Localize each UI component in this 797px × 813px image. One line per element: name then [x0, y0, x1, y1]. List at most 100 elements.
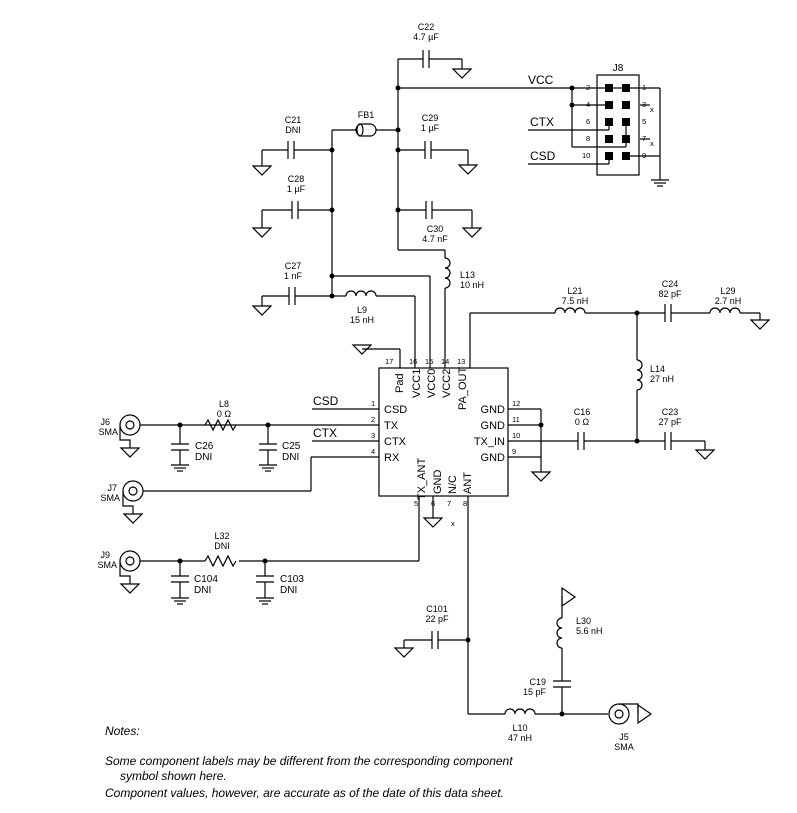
nc-mark: x [650, 105, 654, 114]
ic-pin-number: 17 [385, 357, 393, 366]
capacitor-c26: C26 DNI [170, 425, 214, 472]
ic-pin-number: 8 [463, 499, 467, 508]
ic-pin-name: CSD [384, 404, 407, 416]
j8-pin-label: 2 [586, 83, 590, 92]
c103-ref: C103 [280, 574, 304, 585]
header-j8: J8 2 4 6 8 10 1 3 5 7 9 x x [582, 63, 654, 176]
capacitor-c104: C104 DNI [170, 561, 218, 605]
l21-ref: L21 [567, 286, 582, 296]
nc-mark: x [650, 139, 654, 148]
l29-value: 2.7 nH [715, 296, 742, 306]
capacitor-c25: C25 DNI [258, 425, 301, 472]
ground-icon [255, 597, 275, 605]
connector-j6: J6 SMA [98, 414, 143, 458]
ground-icon [695, 449, 715, 460]
ic-pin-number: 11 [512, 415, 520, 424]
j8-pin-label: 6 [586, 117, 590, 126]
c101-ref: C101 [426, 604, 448, 614]
capacitor-c21: C21 DNI [252, 115, 332, 176]
j8-pin-label: 10 [582, 151, 590, 160]
c23-value: 27 pF [658, 417, 682, 427]
ic-pin-name: TX [384, 420, 399, 432]
ic-pin-number: 2 [371, 415, 375, 424]
ground-icon [120, 583, 140, 594]
l9-value: 15 nH [350, 315, 374, 325]
l13-ref: L13 [460, 270, 475, 280]
c29-value: 1 µF [421, 123, 440, 133]
connector-j5: J5 SMA [608, 703, 653, 752]
j7-ref: J7 [107, 483, 117, 493]
l9-ref: L9 [357, 305, 367, 315]
ic-pin-name: GND [481, 404, 506, 416]
ic-pin-name: TX_IN [474, 436, 505, 448]
ground-icon [252, 305, 272, 316]
ic-pin-name: VCC1 [411, 369, 423, 398]
ic-pin-name: RX [384, 452, 400, 464]
c25-value: DNI [282, 452, 299, 463]
capacitor-c22: C22 4.7 µF [398, 22, 472, 79]
inductor-l14: L14 27 nH [636, 359, 674, 391]
capacitor-c29: C29 1 µF [398, 113, 478, 175]
ic-pin-number: 15 [425, 357, 433, 366]
c16-value: 0 Ω [575, 417, 590, 427]
c24-ref: C24 [662, 279, 679, 289]
ic-pin-name: Pad [394, 373, 406, 393]
ic-pin-name: PA_OUT [457, 367, 469, 410]
ic-pin-number: 3 [371, 431, 375, 440]
c30-value: 4.7 nF [422, 234, 448, 244]
l30-value: 5.6 nH [576, 626, 603, 636]
j8-ref: J8 [613, 63, 624, 74]
ic-pin-name: ANT [462, 472, 474, 494]
ferrite-bead-fb1: FB1 [332, 110, 398, 137]
ground-icon [452, 68, 472, 79]
c101-value: 22 pF [425, 614, 449, 624]
ground-icon [394, 647, 414, 658]
c104-ref: C104 [194, 574, 218, 585]
capacitor-c30: C30 4.7 nF [398, 201, 482, 244]
inductor-l21: L21 7.5 nH [554, 286, 588, 314]
c25-ref: C25 [282, 441, 301, 452]
ground-icon [170, 597, 190, 605]
csd-net-label: CSD [313, 394, 339, 408]
ground-icon [252, 165, 272, 176]
ic-module: 17 16 15 14 13 Pad VCC1 VCC0 VCC2 PA_OUT… [371, 357, 520, 528]
ground-icon [650, 179, 670, 187]
c16-ref: C16 [574, 407, 591, 417]
ic-pin-name: GND [481, 452, 506, 464]
ctx-net-label: CTX [530, 115, 554, 129]
c30-ref: C30 [427, 224, 444, 234]
ic-pin-name: VCC2 [441, 369, 453, 398]
inductor-l30: L30 5.6 nH [556, 616, 603, 649]
c19-value: 15 pF [523, 687, 547, 697]
ic-pin-number: 13 [457, 357, 465, 366]
c19-ref: C19 [529, 677, 546, 687]
c28-ref: C28 [288, 174, 305, 184]
capacitor-c24: C24 82 pF [658, 279, 682, 322]
l10-value: 47 nH [508, 733, 532, 743]
fb1-ref: FB1 [358, 110, 375, 120]
vcc-net-label: VCC [528, 73, 554, 87]
ground-icon [531, 471, 551, 482]
j8-pin-label: 5 [642, 117, 646, 126]
csd-net-label: CSD [530, 149, 556, 163]
l8-ref: L8 [219, 399, 229, 409]
l13-value: 10 nH [460, 280, 484, 290]
notes-line: symbol shown here. [120, 769, 227, 783]
ground-icon [458, 164, 478, 175]
l32-value: DNI [214, 541, 230, 551]
connector-j7: J7 SMA [100, 480, 144, 524]
c29-ref: C29 [422, 113, 439, 123]
ic-pin-name: N/C [447, 475, 459, 494]
ic-pin-name: GND [481, 420, 506, 432]
c104-value: DNI [194, 585, 211, 596]
c24-value: 82 pF [658, 289, 682, 299]
c27-ref: C27 [285, 261, 302, 271]
l14-value: 27 nH [650, 374, 674, 384]
notes-line: Some component labels may be different f… [105, 754, 513, 768]
ground-icon [258, 464, 278, 472]
ground-icon [750, 319, 770, 330]
c103-value: DNI [280, 585, 297, 596]
l14-ref: L14 [650, 364, 665, 374]
ground-icon [462, 227, 482, 238]
